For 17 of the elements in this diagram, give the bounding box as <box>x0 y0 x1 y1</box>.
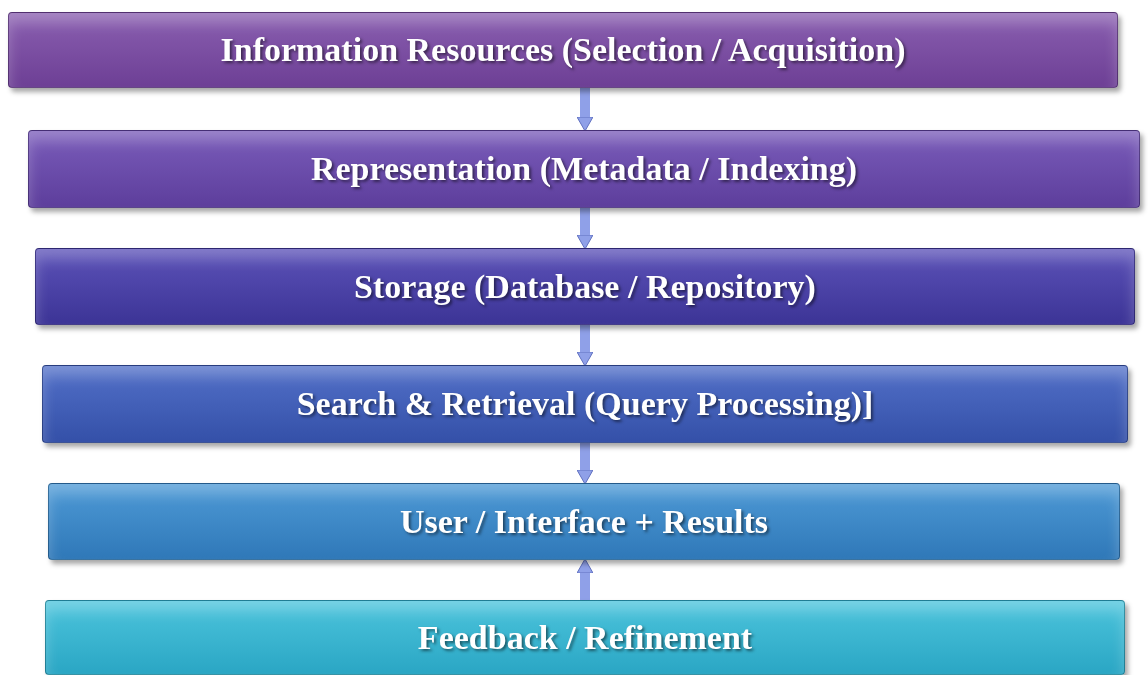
process-band <box>35 248 1135 325</box>
band-label: Feedback / Refinement <box>417 618 753 657</box>
band-label: Storage (Database / Repository) <box>354 267 816 306</box>
arrow <box>576 558 594 600</box>
arrow <box>576 208 594 250</box>
band-label: Representation (Metadata / Indexing) <box>310 150 858 188</box>
arrow <box>576 88 594 132</box>
process-band <box>42 365 1128 443</box>
process-band <box>28 130 1140 208</box>
band-label: Information Resources (Selection / Acquisition) <box>220 31 906 69</box>
band-label: User / Interface + Results <box>399 502 769 541</box>
arrow <box>576 443 594 485</box>
process-band <box>8 12 1118 88</box>
band-label: Search & Retrieval (Query Processing)] <box>296 385 874 423</box>
arrow <box>576 325 594 367</box>
process-band <box>45 600 1125 675</box>
process-band <box>48 483 1120 560</box>
